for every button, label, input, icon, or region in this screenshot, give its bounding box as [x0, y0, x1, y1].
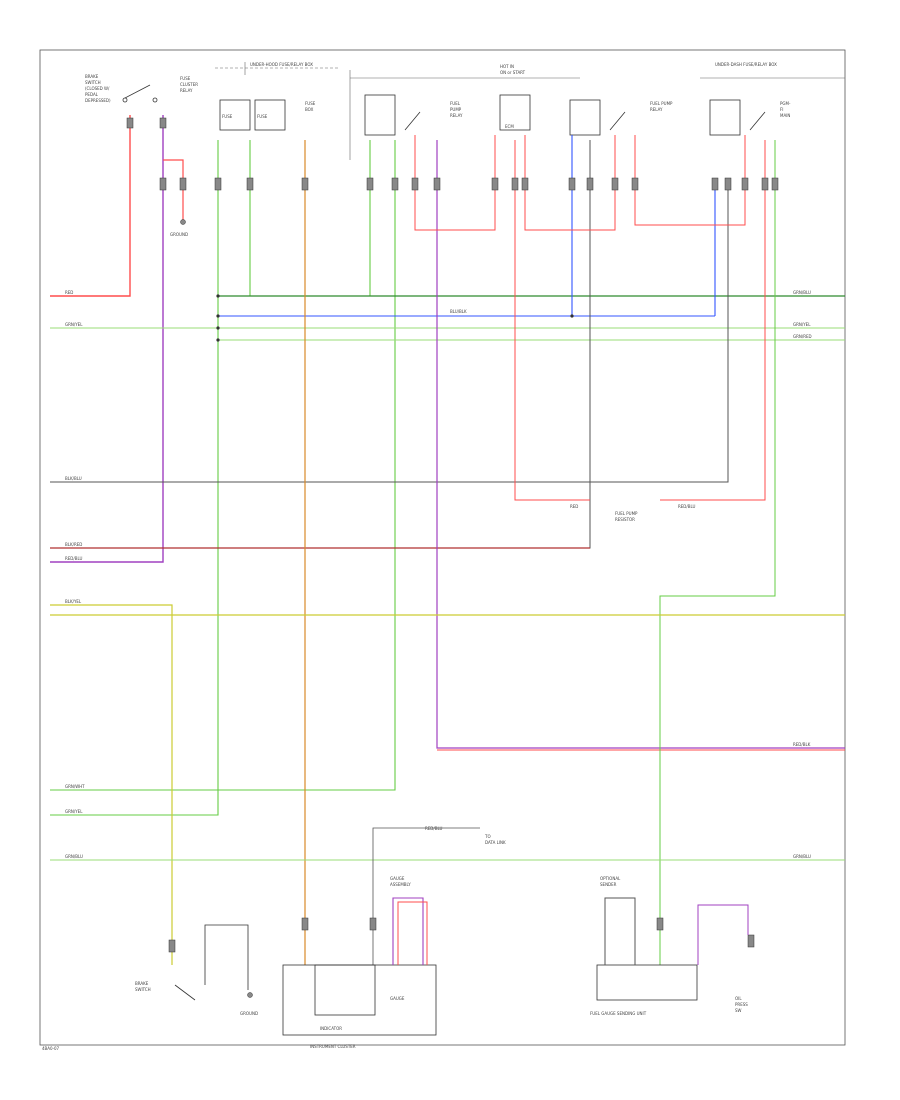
- svg-text:BRAKE: BRAKE: [135, 981, 149, 986]
- svg-text:PGM-: PGM-: [780, 101, 791, 106]
- label-grn-blu: GRN/BLU: [65, 854, 83, 859]
- svg-text:HOT IN: HOT IN: [500, 64, 514, 69]
- svg-text:SWITCH: SWITCH: [135, 987, 151, 992]
- svg-text:FUSE: FUSE: [305, 101, 316, 106]
- svg-text:(CLOSED W/: (CLOSED W/: [85, 86, 110, 91]
- svg-text:INDICATOR: INDICATOR: [320, 1026, 342, 1031]
- fuel-pump-relay: FUEL PUMP RELAY ECM: [364, 94, 531, 136]
- svg-text:GAUGE: GAUGE: [390, 876, 405, 881]
- svg-text:PUMP: PUMP: [450, 107, 462, 112]
- label-right-grn-blu: GRN/BLU: [793, 290, 811, 295]
- wire-grn-blu: [50, 140, 219, 816]
- instrument-cluster: GAUGE INDICATOR INSTRUMENT CLUSTER GAUGE…: [282, 876, 437, 1049]
- brake-switch: BRAKE SWITCH (CLOSED W/ PEDAL DEPRESSED)…: [85, 74, 198, 103]
- svg-text:FUEL PUMP: FUEL PUMP: [615, 511, 638, 516]
- label-blk-red: BLK/RED: [65, 542, 82, 547]
- label-grn-yel: GRN/YEL: [65, 322, 83, 327]
- svg-text:PRESS: PRESS: [735, 1002, 748, 1007]
- diagram-frame: [39, 49, 846, 1046]
- svg-text:RED: RED: [570, 504, 578, 509]
- svg-text:PEDAL: PEDAL: [85, 92, 99, 97]
- label-grn-yel-2: GRN/YEL: [65, 809, 83, 814]
- svg-text:BOX: BOX: [305, 107, 314, 112]
- svg-text:OPTIONAL: OPTIONAL: [600, 876, 621, 881]
- svg-text:FUSE: FUSE: [257, 114, 268, 119]
- svg-text:RELAY: RELAY: [650, 107, 663, 112]
- svg-text:OIL: OIL: [735, 996, 742, 1001]
- main-relay: FUEL PUMP RELAY: [569, 99, 673, 136]
- wire-labels-right: GRN/BLU GRN/YEL GRN/RED RED/BLK GRN/BLU …: [450, 290, 812, 859]
- svg-text:BRAKE: BRAKE: [85, 74, 99, 79]
- wire-red: [50, 115, 131, 297]
- fuel-gauge-sender: OPTIONAL SENDER FUEL GAUGE SENDING UNIT …: [590, 876, 749, 1016]
- label-red-blu: RED/BLU: [65, 556, 83, 561]
- svg-text:UNDER-DASH FUSE/RELAY BOX: UNDER-DASH FUSE/RELAY BOX: [715, 62, 777, 67]
- instrument-cluster-label: INSTRUMENT CLUSTER: [310, 1044, 356, 1049]
- svg-text:ASSEMBLY: ASSEMBLY: [390, 882, 411, 887]
- svg-text:RESISTOR: RESISTOR: [615, 517, 635, 522]
- svg-text:ECM: ECM: [505, 124, 514, 129]
- svg-text:FI: FI: [780, 107, 783, 112]
- label-right-grn-yel: GRN/YEL: [793, 322, 811, 327]
- label-red: RED: [65, 290, 73, 295]
- svg-text:RED/BLU: RED/BLU: [425, 826, 443, 831]
- svg-text:FUEL: FUEL: [450, 101, 461, 106]
- label-mid-blu-blk: BLU/BLK: [450, 309, 467, 314]
- label-blk-yel: BLK/YEL: [65, 599, 82, 604]
- svg-text:SWITCH: SWITCH: [85, 80, 101, 85]
- svg-text:SW: SW: [735, 1008, 742, 1013]
- svg-text:ON or START: ON or START: [500, 70, 526, 75]
- connector-markers: [126, 117, 779, 953]
- wire-purple-2: [436, 140, 845, 749]
- svg-text:RELAY: RELAY: [180, 88, 193, 93]
- svg-text:RELAY: RELAY: [450, 113, 463, 118]
- svg-text:DATA LINK: DATA LINK: [485, 840, 506, 845]
- svg-text:MAIN: MAIN: [780, 113, 790, 118]
- wire-labels-left: RED GRN/YEL BLK/BLU BLK/RED RED/BLU BLK/…: [65, 290, 85, 859]
- svg-text:FUSE: FUSE: [180, 76, 191, 81]
- svg-text:GAUGE: GAUGE: [390, 996, 405, 1001]
- svg-text:FUSE: FUSE: [222, 114, 233, 119]
- svg-text:GROUND: GROUND: [170, 232, 188, 237]
- label-right-grn-blu: GRN/BLU: [793, 854, 811, 859]
- svg-text:FUEL PUMP: FUEL PUMP: [650, 101, 673, 106]
- junction-dots: [216, 294, 574, 342]
- svg-text:CLUSTER: CLUSTER: [180, 82, 198, 87]
- bottom-left-switch: BRAKE SWITCH GROUND: [135, 924, 258, 1016]
- svg-text:SENDER: SENDER: [600, 882, 617, 887]
- svg-text:GROUND: GROUND: [240, 1011, 258, 1016]
- fuel-sender-label: FUEL GAUGE SENDING UNIT: [590, 1011, 647, 1016]
- label-right-grn-red: GRN/RED: [793, 334, 812, 339]
- svg-text:UNDER-HOOD FUSE/RELAY BOX: UNDER-HOOD FUSE/RELAY BOX: [250, 62, 313, 67]
- wire-blk-blu: [50, 180, 729, 483]
- pgm-fi-relay: PGM- FI MAIN UNDER-DASH FUSE/RELAY BOX: [700, 62, 845, 136]
- svg-text:DEPRESSED): DEPRESSED): [85, 98, 111, 103]
- label-blk-blu: BLK/BLU: [65, 476, 82, 481]
- wire-red-blu: [50, 115, 164, 563]
- footer-id: 4BA0-07: [42, 1046, 60, 1051]
- fuse-relay-box-outline: UNDER-HOOD FUSE/RELAY BOX FUSE FUSE FUSE…: [215, 62, 340, 131]
- svg-text:RED/BLU: RED/BLU: [678, 504, 696, 509]
- label-right-red-blk: RED/BLK: [793, 742, 811, 747]
- label-grn-wht: GRN/WHT: [65, 784, 85, 789]
- svg-text:TO: TO: [484, 834, 491, 839]
